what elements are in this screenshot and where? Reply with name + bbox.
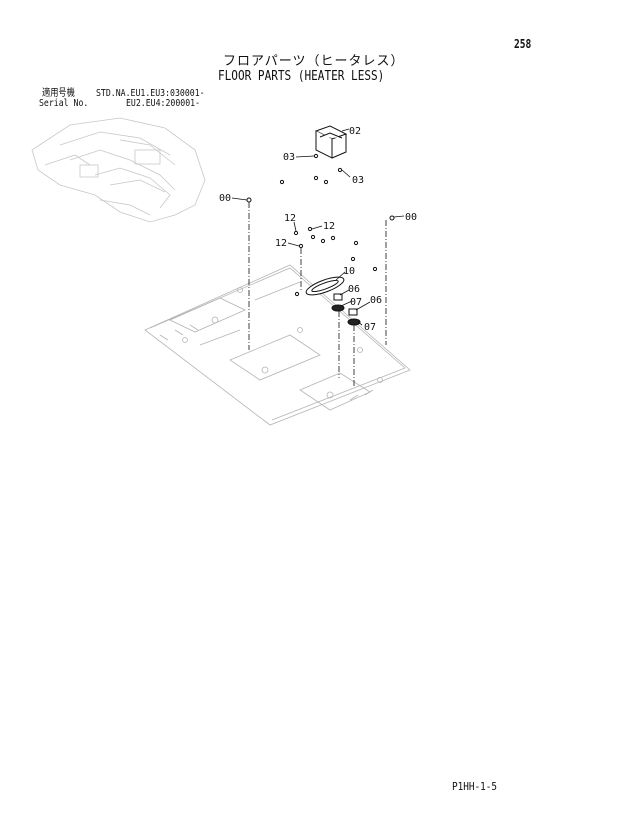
floor-plate <box>144 264 411 426</box>
bolts-and-fasteners <box>246 153 395 297</box>
serial-line-2: EU2.EU4:200001- <box>126 98 201 109</box>
callout-00-right: 00 <box>405 212 417 223</box>
callout-02: 02 <box>349 126 361 137</box>
serial-line-1: STD.NA.EU1.EU3:030001- <box>96 88 205 99</box>
callout-07-lower: 07 <box>364 322 376 333</box>
callout-00-left: 00 <box>219 193 231 204</box>
reference-machine-sketch <box>31 117 206 223</box>
mat-part-10 <box>305 276 345 296</box>
serial-label-english: Serial No. <box>39 98 89 109</box>
leader-and-center-lines <box>231 128 405 388</box>
callout-12-middle: 12 <box>323 221 335 232</box>
serial-label-japanese: 適用号機 <box>42 88 75 99</box>
callout-06-left: 06 <box>348 284 360 295</box>
callout-03-right: 03 <box>352 175 364 186</box>
callout-07-upper: 07 <box>350 297 362 308</box>
callout-03-left: 03 <box>283 152 295 163</box>
document-code: P1HH-1-5 <box>452 780 498 793</box>
callout-06-right: 06 <box>370 295 382 306</box>
page-number: 258 <box>514 37 532 51</box>
callout-12-lower: 12 <box>275 238 287 249</box>
callout-10: 10 <box>343 266 355 277</box>
title-japanese: フロアパーツ（ヒータレス） <box>223 54 405 69</box>
bracket-part-02 <box>314 125 348 159</box>
callout-12-top: 12 <box>284 213 296 224</box>
title-english: FLOOR PARTS (HEATER LESS) <box>218 69 385 84</box>
